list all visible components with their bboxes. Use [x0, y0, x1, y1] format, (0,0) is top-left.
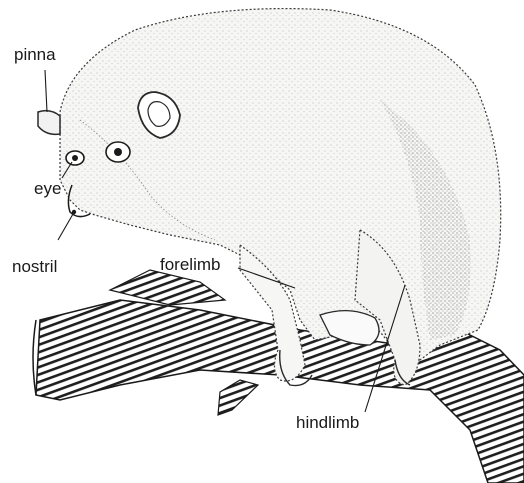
- label-eye: eye: [34, 180, 61, 197]
- pinna-leader: [45, 70, 47, 112]
- eye-near: [66, 151, 84, 165]
- pinna-ear: [38, 111, 60, 135]
- label-forelimb: forelimb: [160, 256, 220, 273]
- eye-far: [106, 142, 130, 162]
- label-hindlimb: hindlimb: [296, 414, 359, 431]
- label-pinna: pinna: [14, 46, 56, 63]
- label-nostril: nostril: [12, 258, 57, 275]
- nostril-leader: [58, 214, 73, 240]
